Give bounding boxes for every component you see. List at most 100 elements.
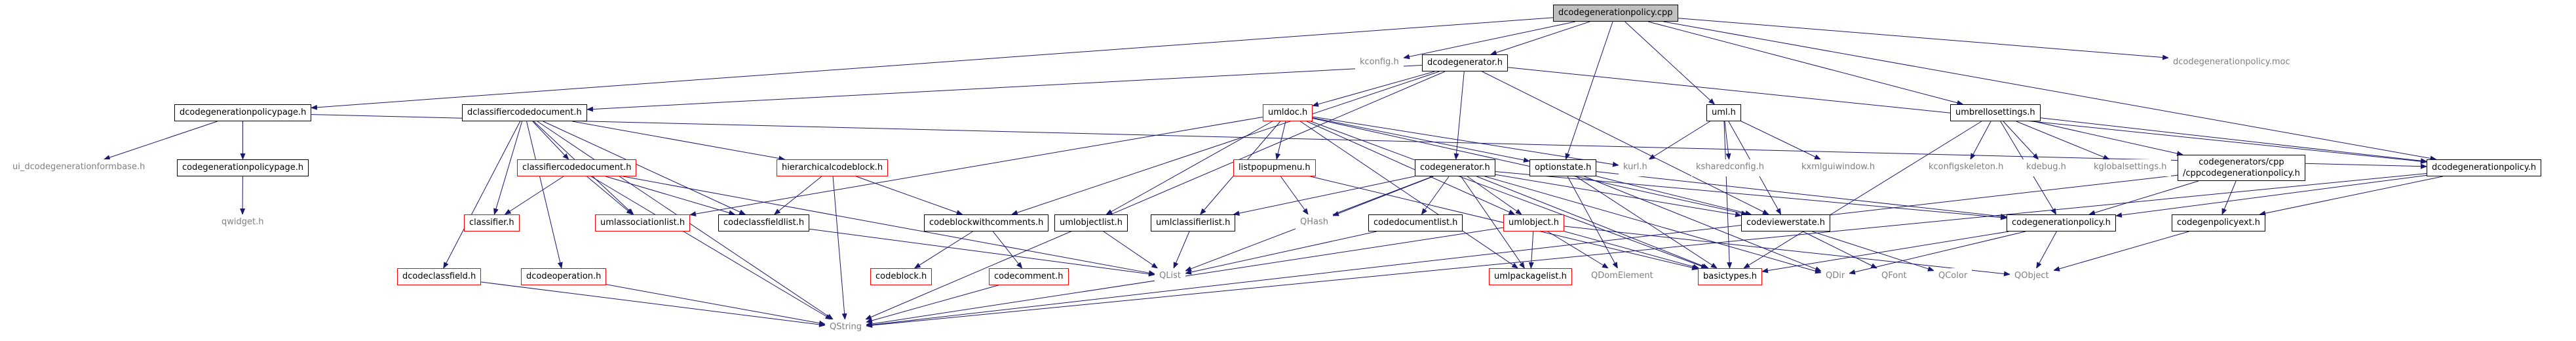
node-kxmlguiwindow-h[interactable]: kxmlguiwindow.h [1797,159,1880,176]
edge-codegenerator-h-to-codedocumentlist-h [1421,176,1450,215]
node-dcodeclassfield-h[interactable]: dcodeclassfield.h [397,268,482,285]
edge-dcodegenerationpolicy-cpp-to-uml-h [1624,21,1716,105]
node-codegenerator-h[interactable]: codegenerator.h [1415,159,1495,176]
edge-umlclassifierlist-h-to-qlist [1173,231,1190,269]
edge-hierarchicalcodeblock-h-to-qstring [832,176,847,320]
node-qcolor[interactable]: QColor [1934,268,1972,285]
node-kdebug-h[interactable]: kdebug.h [2022,159,2071,176]
edge-codegenerationpolicy-h-to-qdir [1849,231,2026,275]
node-kurl-h[interactable]: kurl.h [1619,159,1652,176]
edge-codeviewerstate-h-to-qcolor [1812,231,1934,271]
edge-codegenerationpolicy-h-to-basictypes-h [1761,231,2009,273]
node-codegenerationpolicypage-h[interactable]: codegenerationpolicypage.h [177,159,309,176]
edge-umldoc-h-to-kurl-h [1312,116,1619,167]
node-qhash[interactable]: QHash [1296,214,1333,231]
node-classifier-h[interactable]: classifier.h [464,214,520,231]
edge-umlobject-h-to-qdomelement [1547,231,1609,269]
edge-dcodegenerationpolicy-h-to-qstring [866,173,2427,329]
edge-umlobject-h-to-umlpackagelist-h [1528,231,1534,269]
node-umlpackagelist-h[interactable]: umlpackagelist.h [1489,268,1572,285]
node-qdomelement[interactable]: QDomElement [1586,268,1658,285]
edge-dcodegenerationpolicy-cpp-to-dcodegenerationpolicy-moc [1678,18,2169,60]
node-classifiercodedocument-h[interactable]: classifiercodedocument.h [517,159,637,176]
edge-dcodegenerationpolicy-cpp-to-dcodegenerationpolicypage-h [311,17,1554,110]
node-ksharedconfig-h[interactable]: ksharedconfig.h [1691,159,1769,176]
node-dcodegenerationpolicy-h[interactable]: dcodegenerationpolicy.h [2427,159,2542,176]
edge-cppcodegenerationpolicy-h-to-qstring [866,174,2178,328]
node-hierarchicalcodeblock-h[interactable]: hierarchicalcodeblock.h [777,159,889,176]
node-umlclassifierlist-h[interactable]: umlclassifierlist.h [1151,214,1236,231]
edge-dcodeoperation-h-to-qstring [606,284,826,326]
edge-cppcodegenerationpolicy-h-to-codegenerationpolicy-h [2088,180,2199,216]
node-umlassociationlist-h[interactable]: umlassociationlist.h [595,214,691,231]
node-qobject[interactable]: QObject [2010,268,2054,285]
edge-codegenerator-h-to-codegenerationpolicy-h [1495,171,2007,220]
edge-listpopupmenu-h-to-qhash [1280,176,1309,215]
edge-classifiercodedocument-h-to-umlassociationlist-h [586,176,633,215]
node-cppcodegenerationpolicy-h[interactable]: codegenerators/cpp/cppcodegenerationpoli… [2178,155,2305,181]
node-codeblock-h[interactable]: codeblock.h [870,268,932,285]
node-dcodegenerator-h[interactable]: dcodegenerator.h [1422,54,1508,71]
node-qstring[interactable]: QString [825,319,867,336]
edge-dclassifiercodedocument-h-to-dcodeoperation-h [526,121,563,269]
edge-optionstate-h-to-codegenerationpolicy-h [1596,171,2007,219]
edge-dcodegenerationpolicy-cpp-to-kconfig-h [1403,21,1575,60]
edge-codegenerator-h-to-umlclassifierlist-h [1233,176,1415,216]
edge-uml-h-to-basictypes-h [1723,121,1733,269]
node-basictypes-h[interactable]: basictypes.h [1698,268,1762,285]
node-kconfig-h[interactable]: kconfig.h [1355,54,1404,71]
node-label-line: /cppcodegenerationpolicy.h [2183,169,2300,178]
edge-umldoc-h-to-listpopupmenu-h [1275,121,1286,160]
edge-dcodegenerator-h-to-codeviewerstate-h [1482,71,1769,215]
node-kglobalsettings-h[interactable]: kglobalsettings.h [2089,159,2172,176]
edge-hierarchicalcodeblock-h-to-codeblockwithcomments-h [856,176,963,215]
edge-dcodegenerator-h-to-codegenerator-h [1453,71,1465,160]
node-kconfigskeleton-h[interactable]: kconfigskeleton.h [1924,159,2009,176]
edge-uml-h-to-ksharedconfig-h [1724,121,1731,160]
node-codecomment-h[interactable]: codecomment.h [989,268,1069,285]
node-codeblockwithcomments-h[interactable]: codeblockwithcomments.h [924,214,1049,231]
edge-codegenerator-h-to-umlpackagelist-h [1461,176,1526,269]
node-optionstate-h[interactable]: optionstate.h [1529,159,1597,176]
node-umbrellosettings-h[interactable]: umbrellosettings.h [1950,104,2041,121]
edge-codegenerator-h-to-umlobject-h [1467,176,1522,215]
edge-dclassifiercodedocument-h-to-classifier-h [493,121,523,215]
edge-umbrellosettings-h-to-cppcodegenerationpolicy-h [2033,121,2184,156]
edge-umbrellosettings-h-to-basictypes-h [1743,121,1982,269]
node-codedocumentlist-h[interactable]: codedocumentlist.h [1368,214,1463,231]
edge-dclassifiercodedocument-h-to-codeclassfieldlist-h [543,121,746,215]
node-dcodegenerationpolicypage-h[interactable]: dcodegenerationpolicypage.h [174,104,312,121]
node-label-line: codegenerators/cpp [2199,157,2284,167]
node-listpopupmenu-h[interactable]: listpopupmenu.h [1233,159,1316,176]
edge-dcodegenerationpolicy-cpp-to-optionstate-h [1565,21,1613,160]
edge-codeblockwithcomments-h-to-codecomment-h [992,231,1023,269]
node-codegenerationpolicy-h[interactable]: codegenerationpolicy.h [2007,214,2116,231]
edge-codegenerationpolicy-h-to-qobject [2036,231,2057,269]
node-dclassifiercodedocument-h[interactable]: dclassifiercodedocument.h [462,104,587,121]
node-codeviewerstate-h[interactable]: codeviewerstate.h [1741,214,1830,231]
edge-dcodegenerationpolicypage-h-to-ui-dcodegenerationformbase-h [103,121,218,160]
node-codegenpolicyext-h[interactable]: codegenpolicyext.h [2172,214,2266,231]
edge-dcodegenerationpolicy-h-to-codegenpolicyext-h [2259,176,2443,216]
edge-umbrellosettings-h-to-dcodegenerationpolicy-h [2040,117,2427,164]
node-umlobject-h[interactable]: umlobject.h [1503,214,1564,231]
edge-dcodegenerationpolicy-cpp-to-dcodegenerator-h [1490,21,1590,55]
edge-dclassifiercodedocument-h-to-hierarchicalcodeblock-h [572,121,786,161]
node-codeclassfieldlist-h[interactable]: codeclassfieldlist.h [718,214,810,231]
node-dcodeoperation-h[interactable]: dcodeoperation.h [521,268,607,285]
node-dcodegenerationpolicy-moc[interactable]: dcodegenerationpolicy.moc [2168,54,2295,71]
node-qlist[interactable]: QList [1155,268,1185,285]
node-umldoc-h[interactable]: umldoc.h [1263,104,1313,121]
node-qwidget-h[interactable]: qwidget.h [217,214,269,231]
edge-umlobject-h-to-qobject [1564,226,2010,277]
node-uml-h[interactable]: uml.h [1706,104,1741,121]
edge-optionstate-h-to-codeviewerstate-h [1596,176,1752,216]
node-ui-dcodegenerationformbase-h[interactable]: ui_dcodegenerationformbase.h [8,159,150,176]
node-qdir[interactable]: QDir [1821,268,1850,285]
node-dcodegenerationpolicy-cpp[interactable]: dcodegenerationpolicy.cpp [1553,5,1678,22]
edge-umlobject-h-to-basictypes-h [1564,231,1700,270]
node-umlobjectlist-h[interactable]: umlobjectlist.h [1054,214,1128,231]
edge-umldoc-h-to-basictypes-h [1310,121,1708,269]
node-qfont[interactable]: QFont [1877,268,1912,285]
